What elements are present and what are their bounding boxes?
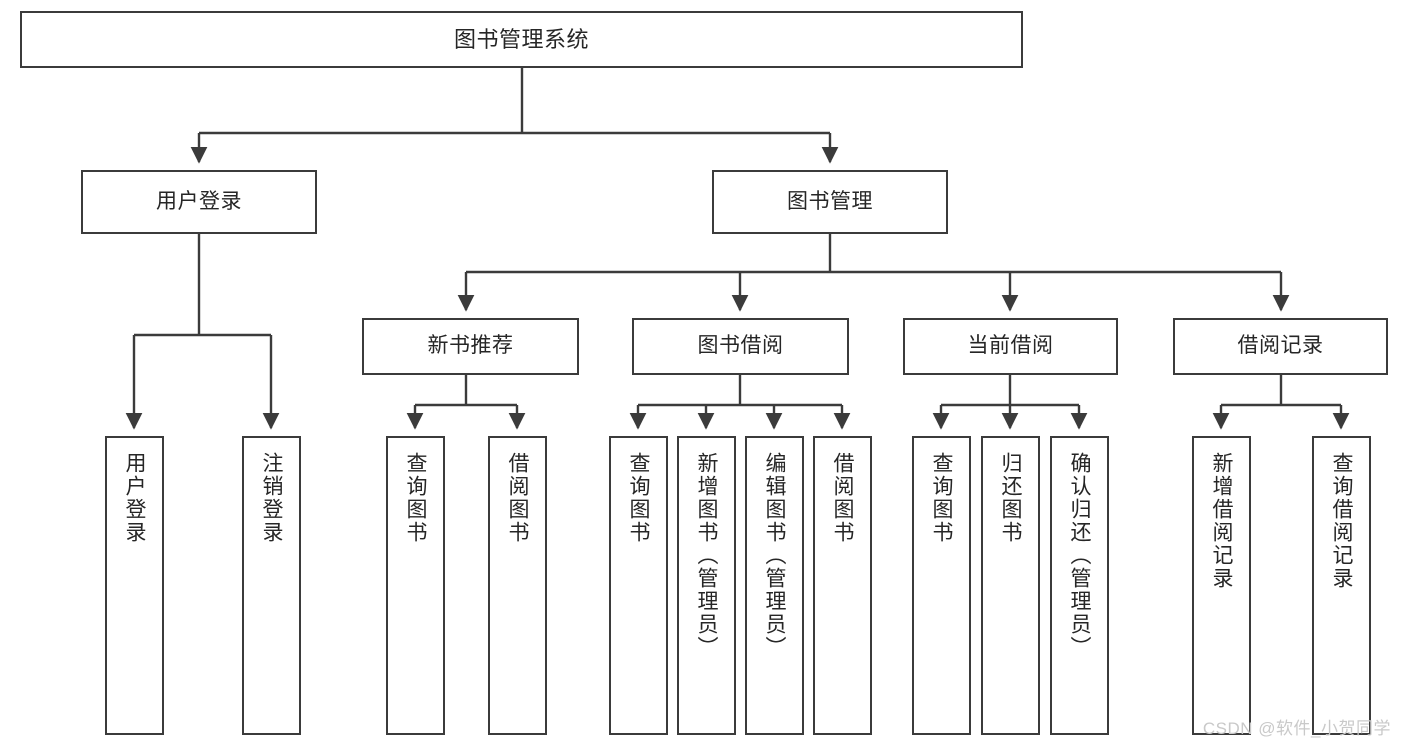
node-label: 查询图书: [627, 452, 650, 544]
node-label: 确认归还（管理员）: [1068, 452, 1091, 659]
node-label: 归还图书: [999, 452, 1022, 544]
node-label: 图书管理系统: [453, 26, 589, 52]
node-label: 图书借阅: [697, 334, 784, 358]
node-leaf-confirm-return-admin[interactable]: 确认归还（管理员）: [1050, 436, 1109, 735]
watermark: CSDN @软件_小贺同学: [1202, 719, 1391, 738]
node-label: 图书管理: [787, 189, 873, 213]
node-book-borrow[interactable]: 图书借阅: [632, 318, 849, 375]
node-label: 新增借阅记录: [1210, 452, 1233, 590]
node-leaf-add-borrow-record[interactable]: 新增借阅记录: [1192, 436, 1251, 735]
node-label: 编辑图书（管理员）: [763, 452, 786, 659]
node-label: 新增图书（管理员）: [695, 452, 718, 659]
node-label: 借阅记录: [1237, 334, 1324, 358]
node-label: 用户登录: [156, 189, 242, 213]
node-current-borrow[interactable]: 当前借阅: [903, 318, 1118, 375]
node-leaf-query-book-current[interactable]: 查询图书: [912, 436, 971, 735]
node-leaf-borrow-book[interactable]: 借阅图书: [813, 436, 872, 735]
node-label: 查询借阅记录: [1330, 452, 1353, 590]
node-leaf-query-borrow-record[interactable]: 查询借阅记录: [1312, 436, 1371, 735]
node-leaf-logout[interactable]: 注销登录: [242, 436, 301, 735]
node-leaf-add-book-admin[interactable]: 新增图书（管理员）: [677, 436, 736, 735]
node-leaf-edit-book-admin[interactable]: 编辑图书（管理员）: [745, 436, 804, 735]
node-label: 查询图书: [404, 452, 427, 544]
node-label: 注销登录: [260, 452, 283, 544]
node-label: 新书推荐: [427, 334, 514, 358]
node-label: 用户登录: [123, 452, 146, 544]
node-label: 查询图书: [930, 452, 953, 544]
node-label: 借阅图书: [831, 452, 854, 544]
node-leaf-borrow-book-recommend[interactable]: 借阅图书: [488, 436, 547, 735]
node-label: 借阅图书: [506, 452, 529, 544]
node-borrow-record[interactable]: 借阅记录: [1173, 318, 1388, 375]
node-book-management[interactable]: 图书管理: [712, 170, 948, 234]
node-leaf-query-book-borrow[interactable]: 查询图书: [609, 436, 668, 735]
node-new-book-recommend[interactable]: 新书推荐: [362, 318, 579, 375]
node-book-management-system[interactable]: 图书管理系统: [20, 11, 1023, 68]
node-leaf-query-book-recommend[interactable]: 查询图书: [386, 436, 445, 735]
node-label: 当前借阅: [967, 334, 1054, 358]
node-user-login[interactable]: 用户登录: [81, 170, 317, 234]
node-leaf-user-login[interactable]: 用户登录: [105, 436, 164, 735]
node-leaf-return-book[interactable]: 归还图书: [981, 436, 1040, 735]
